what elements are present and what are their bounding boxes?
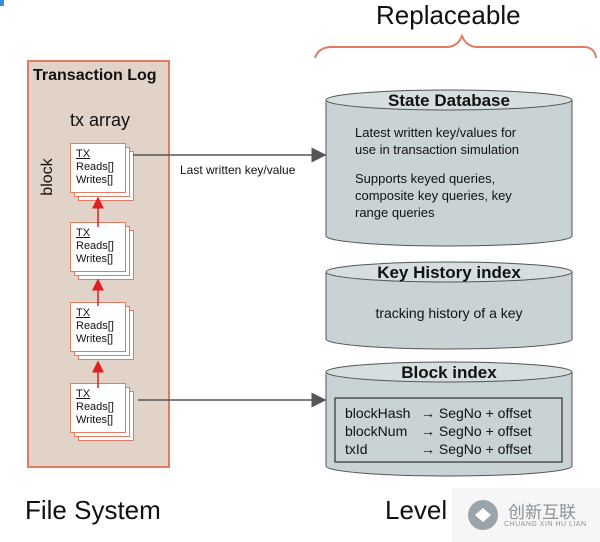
- tx-reads: Reads[]: [76, 401, 114, 413]
- tx-reads: Reads[]: [76, 161, 114, 173]
- state-db-line3: Supports keyed queries,: [355, 171, 496, 186]
- state-db-line5: range queries: [355, 205, 435, 220]
- state-database-cylinder: [325, 89, 573, 247]
- arrow-icon: →: [421, 423, 439, 439]
- state-db-line2: use in transaction simulation: [355, 142, 520, 157]
- transaction-log-title: Transaction Log: [33, 67, 157, 84]
- last-written-label: Last written key/value: [180, 163, 296, 177]
- watermark-text: 创新互联: [508, 503, 576, 523]
- key-history-title: Key History index: [377, 263, 521, 282]
- tx-writes: Writes[]: [76, 414, 114, 426]
- tx-card: [70, 222, 126, 272]
- tx-reads: Reads[]: [76, 320, 114, 332]
- tx-card: [70, 302, 126, 352]
- block-index-row: blockNum→ SegNo + offset: [345, 423, 532, 439]
- state-db-line4: composite key queries, key: [355, 188, 512, 203]
- key-history-desc: tracking history of a key: [375, 305, 523, 321]
- tx-card: [70, 143, 126, 193]
- state-database-desc: Latest written key/values for use in tra…: [355, 124, 519, 221]
- block-index-title: Block index: [401, 363, 497, 382]
- watermark-subtext: CHUANG XIN HU LIAN: [504, 521, 587, 528]
- tx-writes: Writes[]: [76, 253, 114, 265]
- tx-title: TX: [76, 388, 91, 400]
- level-label: Level: [385, 495, 448, 525]
- watermark: 创新互联 CHUANG XIN HU LIAN: [452, 488, 600, 542]
- file-system-label: File System: [25, 495, 161, 525]
- tx-card: [70, 383, 126, 433]
- arrow-icon: →: [421, 441, 439, 457]
- state-db-line1: Latest written key/values for: [355, 125, 517, 140]
- block-index-box: [334, 397, 563, 463]
- replaceable-label: Replaceable: [376, 0, 521, 30]
- tx-title: TX: [76, 148, 91, 160]
- watermark-logo-icon: [468, 500, 498, 530]
- block-index-rows: blockHash→ SegNo + offset blockNum→ SegN…: [345, 404, 532, 458]
- block-index-row: txId→ SegNo + offset: [345, 441, 532, 457]
- tx-array-label: tx array: [70, 110, 131, 130]
- tx-title: TX: [76, 307, 91, 319]
- replaceable-bracket: [314, 33, 597, 59]
- arrow-icon: →: [421, 405, 439, 421]
- state-database-title: State Database: [388, 91, 510, 110]
- tx-title: TX: [76, 227, 91, 239]
- corner-accent: [0, 0, 4, 6]
- tx-writes: Writes[]: [76, 174, 114, 186]
- block-index-row: blockHash→ SegNo + offset: [345, 405, 532, 421]
- tx-reads: Reads[]: [76, 240, 114, 252]
- tx-writes: Writes[]: [76, 333, 114, 345]
- key-history-cylinder: [325, 261, 573, 350]
